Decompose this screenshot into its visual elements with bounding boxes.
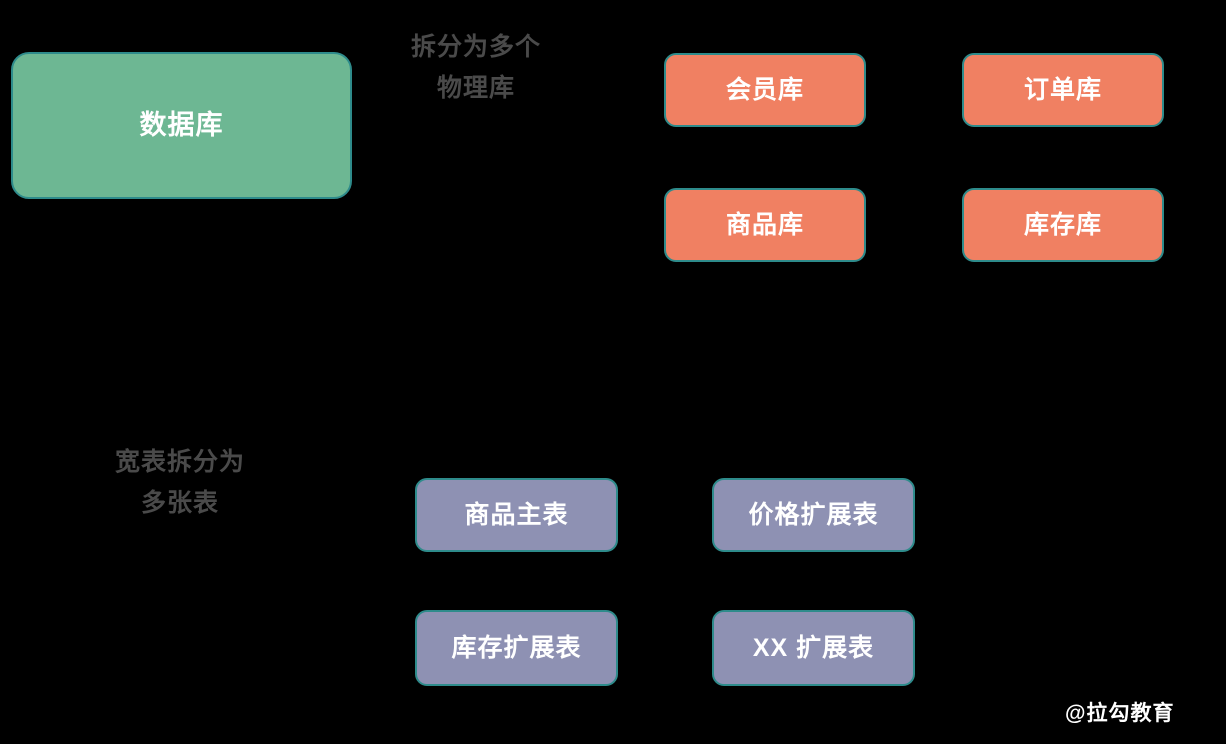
node-price-extension-table[interactable]: 价格扩展表 <box>712 478 915 552</box>
node-product-database[interactable]: 商品库 <box>664 188 866 262</box>
node-inventory-database[interactable]: 库存库 <box>962 188 1164 262</box>
node-database-source[interactable]: 数据库 <box>11 52 352 199</box>
node-xx-extension-table[interactable]: XX 扩展表 <box>712 610 915 686</box>
watermark-lagou-education: @拉勾教育 <box>1065 702 1175 725</box>
node-inventory-extension-table[interactable]: 库存扩展表 <box>415 610 618 686</box>
node-order-database[interactable]: 订单库 <box>962 53 1164 127</box>
caption-split-into-physical-databases: 拆分为多个 物理库 <box>410 33 541 102</box>
caption-split-wide-table: 宽表拆分为 多张表 <box>114 448 245 517</box>
node-member-database[interactable]: 会员库 <box>664 53 866 127</box>
node-product-main-table[interactable]: 商品主表 <box>415 478 618 552</box>
